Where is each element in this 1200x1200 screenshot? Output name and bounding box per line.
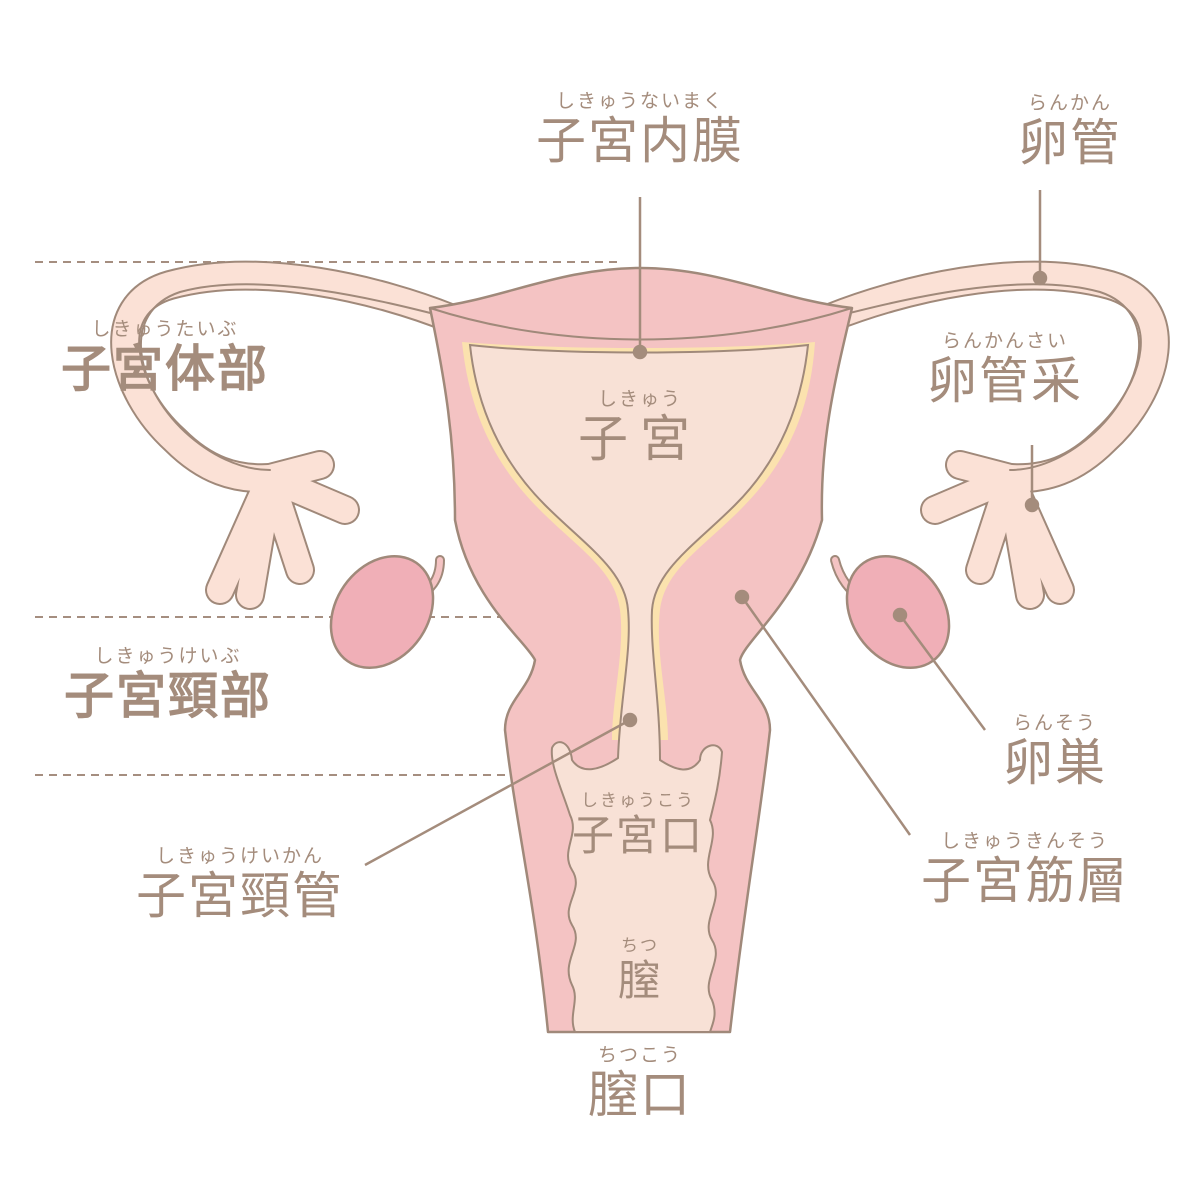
uterine-cavity [468,343,810,1033]
ruby: しきゅうこう [580,791,695,811]
ruby: しきゅうけいかん [155,845,324,867]
pointer-endometrium [632,344,648,360]
ruby: しきゅうけいぶ [94,645,242,667]
label-text: 卵管 [1018,114,1122,172]
fallopian-tubes [110,260,1170,610]
ruby: ちつこう [597,1044,682,1066]
label-uterus: しきゅう子宮 [578,388,702,468]
ruby: ちつ [620,936,659,956]
ruby: らんかんさい [941,330,1068,352]
ruby: しきゅうたいぶ [91,318,239,340]
label-text: 膣口 [588,1066,692,1124]
label-cervical-canal: しきゅうけいかん子宮頸管 [136,845,344,925]
label-fimbriae: らんかんさい卵管采 [927,330,1083,410]
label-vagina: ちつ膣 [618,935,662,1005]
label-external-os: しきゅうこう子宮口 [572,790,704,860]
region-dividers [35,261,650,776]
label-myometrium: しきゅうきんそう子宮筋層 [921,830,1129,910]
label-text: 子宮筋層 [921,852,1129,910]
label-endometrium: しきゅうないまく子宮内膜 [536,90,744,170]
ruby: しきゅうきんそう [940,830,1109,852]
leader-ovary [898,614,987,731]
label-uterine-body: しきゅうたいぶ子宮体部 [61,318,269,398]
label-text: 膣 [617,956,663,1005]
pointer-myometrium [734,589,750,605]
label-text: 子宮体部 [61,340,269,398]
leader-cervical-canal [364,718,631,867]
leader-lines [364,190,1048,867]
label-text: 子宮頸管 [136,867,344,925]
label-text: 子宮口 [571,811,705,860]
ruby: らんそう [1012,712,1097,734]
label-cervix: しきゅうけいぶ子宮頸部 [64,645,272,725]
label-vaginal-opening: ちつこう膣口 [588,1044,692,1124]
pointer-cervical-canal [622,712,638,728]
pointer-fallopian-tube [1032,270,1048,286]
ruby: しきゅう [597,388,682,410]
label-fallopian-tube: らんかん卵管 [1018,92,1122,172]
ruby: らんかん [1027,92,1112,114]
label-text: 子宮 [578,410,702,468]
leader-myometrium [740,596,912,836]
label-text: 卵巣 [1003,734,1107,792]
ruby: しきゅうないまく [555,90,724,112]
pointer-ovary [892,607,908,623]
left-ovary [329,554,435,670]
label-text: 子宮頸部 [64,667,272,725]
label-text: 子宮内膜 [536,112,744,170]
label-text: 卵管采 [927,352,1083,410]
pointer-fimbriae [1024,497,1040,513]
label-ovary: らんそう卵巣 [1003,712,1107,792]
